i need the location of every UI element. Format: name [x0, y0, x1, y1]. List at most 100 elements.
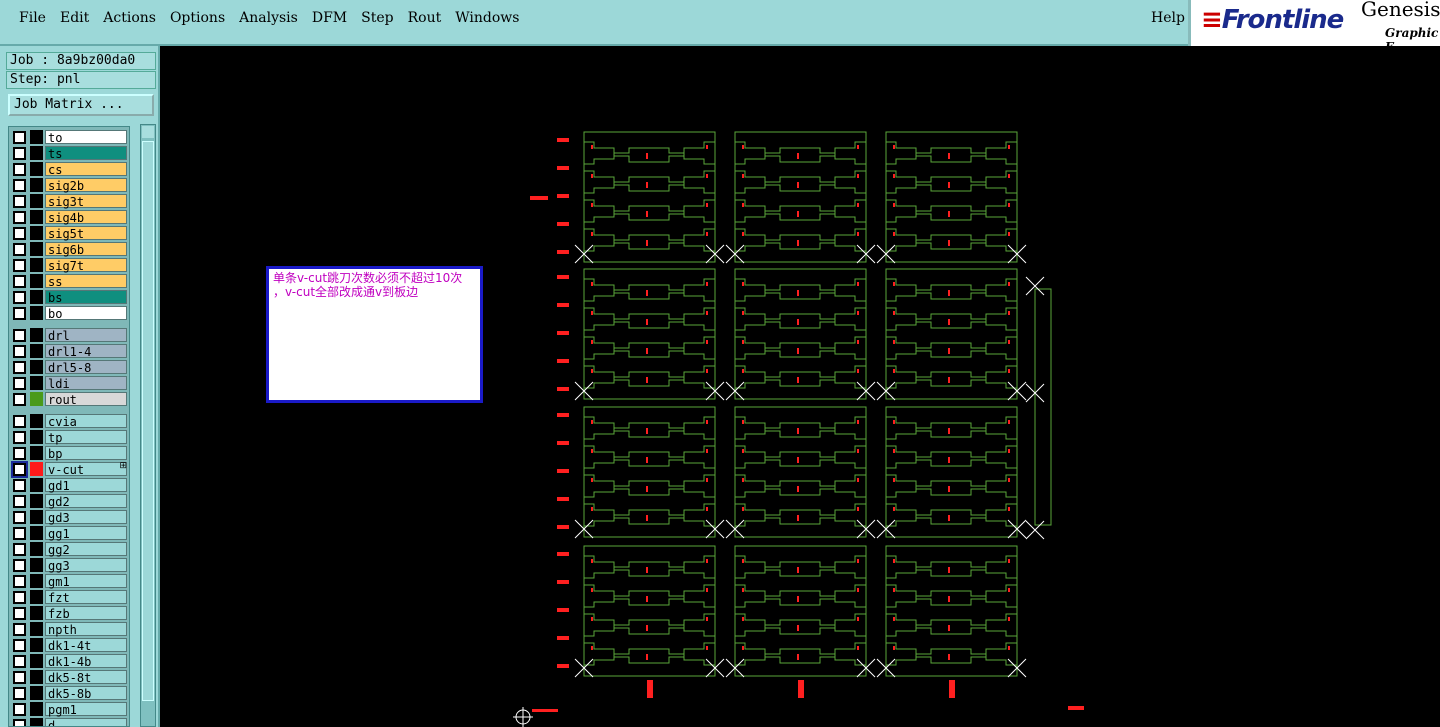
layer-row-bp[interactable]: bp	[9, 445, 129, 461]
layer-checkbox[interactable]	[13, 147, 26, 160]
layer-color-swatch[interactable]	[30, 446, 43, 460]
layer-row-rout[interactable]: rout	[9, 391, 129, 407]
layer-checkbox[interactable]	[13, 361, 26, 374]
layer-checkbox[interactable]	[13, 345, 26, 358]
layer-color-swatch[interactable]	[30, 376, 43, 390]
scroll-thumb[interactable]	[142, 141, 154, 701]
layer-name[interactable]: sig4b	[45, 210, 127, 225]
menu-options[interactable]: Options	[169, 10, 226, 26]
layer-row-fzb[interactable]: fzb	[9, 605, 129, 621]
layer-row-dk1-4b[interactable]: dk1-4b	[9, 653, 129, 669]
layer-color-swatch[interactable]	[30, 194, 43, 208]
layer-row-drl5-8[interactable]: drl5-8	[9, 359, 129, 375]
layer-row-gg1[interactable]: gg1	[9, 525, 129, 541]
layer-name[interactable]: gg1	[45, 526, 127, 541]
layer-row-bs[interactable]: bs	[9, 289, 129, 305]
layer-color-swatch[interactable]	[30, 306, 43, 320]
menu-file[interactable]: File	[19, 10, 46, 26]
menu-dfm[interactable]: DFM	[311, 10, 348, 26]
layer-checkbox[interactable]	[13, 559, 26, 572]
layer-checkbox[interactable]	[13, 447, 26, 460]
layer-name[interactable]: gd1	[45, 478, 127, 493]
layer-color-swatch[interactable]	[30, 462, 43, 476]
layer-color-swatch[interactable]	[30, 130, 43, 144]
layer-checkbox[interactable]	[13, 463, 26, 476]
layer-color-swatch[interactable]	[30, 290, 43, 304]
layer-color-swatch[interactable]	[30, 226, 43, 240]
menu-analysis[interactable]: Analysis	[239, 10, 298, 26]
layer-name[interactable]: bp	[45, 446, 127, 461]
layer-name[interactable]: fzb	[45, 606, 127, 621]
layer-checkbox[interactable]	[13, 703, 26, 716]
layer-color-swatch[interactable]	[30, 670, 43, 684]
scroll-up-arrow-icon[interactable]	[142, 126, 154, 138]
layer-name[interactable]: d	[45, 718, 127, 726]
layer-checkbox[interactable]	[13, 307, 26, 320]
menu-help[interactable]: Help	[1151, 10, 1185, 26]
layer-name[interactable]: npth	[45, 622, 127, 637]
layer-checkbox[interactable]	[13, 655, 26, 668]
layer-name[interactable]: sig7t	[45, 258, 127, 273]
layer-color-swatch[interactable]	[30, 344, 43, 358]
layer-checkbox[interactable]	[13, 275, 26, 288]
layer-color-swatch[interactable]	[30, 146, 43, 160]
layer-row-dk5-8b[interactable]: dk5-8b	[9, 685, 129, 701]
layer-color-swatch[interactable]	[30, 210, 43, 224]
layer-checkbox[interactable]	[13, 243, 26, 256]
layer-color-swatch[interactable]	[30, 558, 43, 572]
layer-checkbox[interactable]	[13, 623, 26, 636]
layer-checkbox[interactable]	[13, 291, 26, 304]
layer-checkbox[interactable]	[13, 259, 26, 272]
layer-name[interactable]: ts	[45, 146, 127, 161]
layer-row-tp[interactable]: tp	[9, 429, 129, 445]
layer-row-fzt[interactable]: fzt	[9, 589, 129, 605]
layer-name[interactable]: drl1-4	[45, 344, 127, 359]
layer-name[interactable]: rout	[45, 392, 127, 407]
layer-checkbox[interactable]	[13, 687, 26, 700]
layer-color-swatch[interactable]	[30, 542, 43, 556]
layer-row-v-cut[interactable]: v-cut⊞	[9, 461, 129, 477]
layer-checkbox[interactable]	[13, 163, 26, 176]
layer-checkbox[interactable]	[13, 131, 26, 144]
job-matrix-button[interactable]: Job Matrix ...	[8, 94, 154, 116]
layer-name[interactable]: dk1-4b	[45, 654, 127, 669]
layer-row-sig3t[interactable]: sig3t	[9, 193, 129, 209]
layer-color-swatch[interactable]	[30, 162, 43, 176]
layer-name[interactable]: sig2b	[45, 178, 127, 193]
layer-color-swatch[interactable]	[30, 622, 43, 636]
layer-checkbox[interactable]	[13, 431, 26, 444]
layer-color-swatch[interactable]	[30, 494, 43, 508]
layer-name[interactable]: gg2	[45, 542, 127, 557]
layer-checkbox[interactable]	[13, 377, 26, 390]
layer-checkbox[interactable]	[13, 227, 26, 240]
layer-name[interactable]: gd3	[45, 510, 127, 525]
layer-color-swatch[interactable]	[30, 478, 43, 492]
layer-row-gd3[interactable]: gd3	[9, 509, 129, 525]
layer-checkbox[interactable]	[13, 329, 26, 342]
layer-color-swatch[interactable]	[30, 258, 43, 272]
layer-name[interactable]: to	[45, 130, 127, 145]
layer-color-swatch[interactable]	[30, 702, 43, 716]
layer-list-scrollbar[interactable]	[140, 124, 156, 727]
layer-row-ss[interactable]: ss	[9, 273, 129, 289]
layer-checkbox[interactable]	[13, 179, 26, 192]
layer-name[interactable]: ss	[45, 274, 127, 289]
layer-row-gg3[interactable]: gg3	[9, 557, 129, 573]
layer-name[interactable]: sig5t	[45, 226, 127, 241]
layer-color-swatch[interactable]	[30, 392, 43, 406]
layer-color-swatch[interactable]	[30, 360, 43, 374]
layer-color-swatch[interactable]	[30, 430, 43, 444]
layer-color-swatch[interactable]	[30, 328, 43, 342]
layer-color-swatch[interactable]	[30, 510, 43, 524]
layer-row-cs[interactable]: cs	[9, 161, 129, 177]
graphic-canvas[interactable]: 单条v-cut跳刀次数必须不超过10次 ，v-cut全部改成通v到板边	[160, 46, 1440, 727]
layer-name[interactable]: cvia	[45, 414, 127, 429]
layer-name[interactable]: drl5-8	[45, 360, 127, 375]
note-box[interactable]: 单条v-cut跳刀次数必须不超过10次 ，v-cut全部改成通v到板边	[266, 266, 483, 403]
layer-checkbox[interactable]	[13, 479, 26, 492]
layer-checkbox[interactable]	[13, 511, 26, 524]
layer-checkbox[interactable]	[13, 719, 26, 726]
layer-checkbox[interactable]	[13, 195, 26, 208]
layer-row-sig7t[interactable]: sig7t	[9, 257, 129, 273]
layer-row-d[interactable]: d	[9, 717, 129, 726]
